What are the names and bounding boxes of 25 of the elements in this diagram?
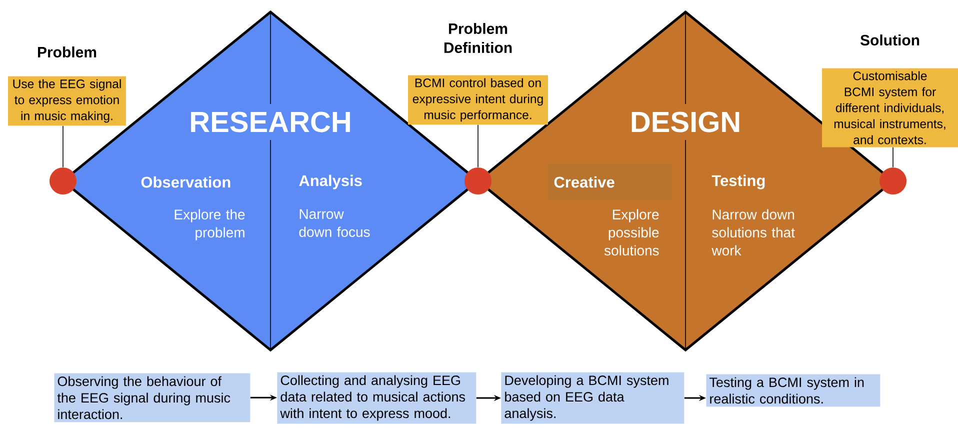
callout-box: BCMI control based on expressive intent during music performance. [408,75,548,125]
step-box: Observing the behaviour of the EEG signal during music interaction. [54,373,250,422]
milestone-dot [880,168,906,194]
section-heading: Testing [712,174,765,190]
callout-box: Use the EEG signal to express emotion in music making. [8,76,126,126]
stage-heading: Problem [38,46,96,58]
step-box: Developing a BCMI system based on EEG data analysis. [501,372,684,424]
leader-line [892,147,894,168]
diamond-title: DESIGN [632,112,740,132]
section-heading: Creative [548,164,672,200]
section-description: Narrow down solutions that work [712,209,795,256]
step-box: Testing a BCMI system in realistic conditions. [706,374,880,407]
milestone-dot [50,168,76,194]
leader-line [62,125,64,168]
section-description: Narrow down focus [299,209,370,237]
section-heading: Analysis [299,174,362,190]
callout-box: Customisable BCMI system for different individuals, musical instruments, and contexts. [822,68,958,148]
section-description: Explore the problem [174,209,245,240]
step-box: Collecting and analysing EEG data related to musical actions with intent to express mood. [277,372,476,424]
section-description: Explore possible solutions [604,209,659,256]
milestone-dot [464,168,492,194]
stage-heading: Solution [860,34,920,46]
stage-heading: Problem Definition [444,23,512,53]
diamond-title: RESEARCH [191,112,350,132]
section-heading: Observation [141,176,230,188]
